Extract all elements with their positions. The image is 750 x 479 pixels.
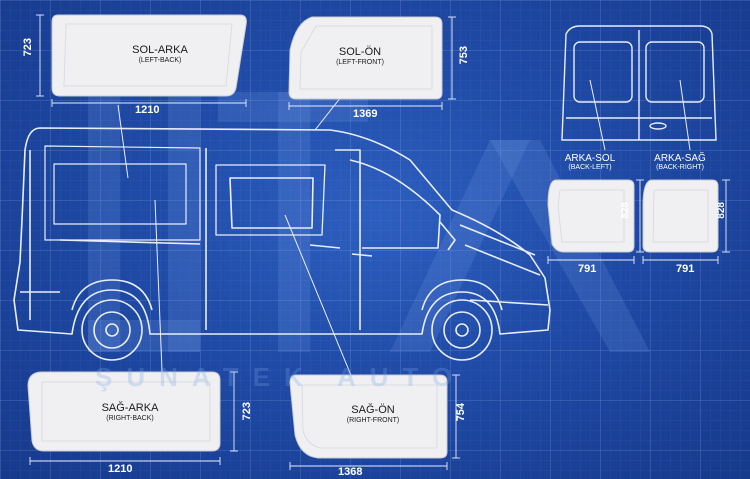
- label-right-back: SAĞ-ARKA (RIGHT-BACK): [80, 402, 180, 422]
- header-back-right-sub: (BACK-RIGHT): [656, 164, 704, 171]
- label-right-back-main: SAĞ-ARKA: [101, 402, 159, 414]
- dim-back-right-width: 791: [676, 263, 695, 275]
- dim-right-front-height: 754: [455, 403, 467, 422]
- label-right-back-sub: (RIGHT-BACK): [106, 414, 154, 422]
- glass-back-left: [547, 179, 635, 253]
- dim-back-left-height: 828: [620, 202, 631, 219]
- dim-back-right-height: 828: [716, 202, 727, 219]
- label-right-front: SAĞ-ÖN (RIGHT-FRONT): [318, 404, 428, 424]
- dim-back-left-width: 791: [578, 263, 597, 275]
- header-back-right: ARKA-SAĞ (BACK-RIGHT): [640, 153, 720, 172]
- label-left-front-sub: (LEFT-FRONT): [336, 58, 384, 66]
- glass-left-front: [288, 16, 443, 100]
- dim-right-back-height: 723: [241, 402, 253, 421]
- dim-left-front-height: 753: [458, 46, 470, 65]
- header-back-left-main: ARKA-SOL: [564, 153, 616, 164]
- header-back-left-sub: (BACK-LEFT): [568, 164, 612, 171]
- glass-right-back: [27, 371, 221, 452]
- label-right-front-sub: (RIGHT-FRONT): [346, 416, 400, 424]
- label-left-back-main: SOL-ARKA: [132, 44, 188, 56]
- glass-left-back: [51, 14, 247, 97]
- header-back-left: ARKA-SOL (BACK-LEFT): [550, 153, 630, 172]
- label-right-front-main: SAĞ-ÖN: [351, 404, 395, 416]
- glass-right-front: [289, 374, 448, 459]
- label-left-front-main: SOL-ÖN: [338, 46, 382, 58]
- header-back-right-main: ARKA-SAĞ: [654, 153, 706, 164]
- watermark-text: ŞUNATEK AUTO: [95, 362, 467, 392]
- dim-left-back-width: 1210: [135, 104, 160, 116]
- dim-left-front-width: 1369: [353, 108, 378, 120]
- label-left-front: SOL-ÖN (LEFT-FRONT): [310, 46, 410, 66]
- label-left-back-sub: (LEFT-BACK): [138, 56, 182, 64]
- glass-back-right: [642, 179, 719, 253]
- dim-right-back-width: 1210: [108, 463, 133, 475]
- dim-left-back-height: 723: [22, 38, 34, 57]
- dim-right-front-width: 1368: [338, 466, 363, 478]
- label-left-back: SOL-ARKA (LEFT-BACK): [110, 44, 210, 64]
